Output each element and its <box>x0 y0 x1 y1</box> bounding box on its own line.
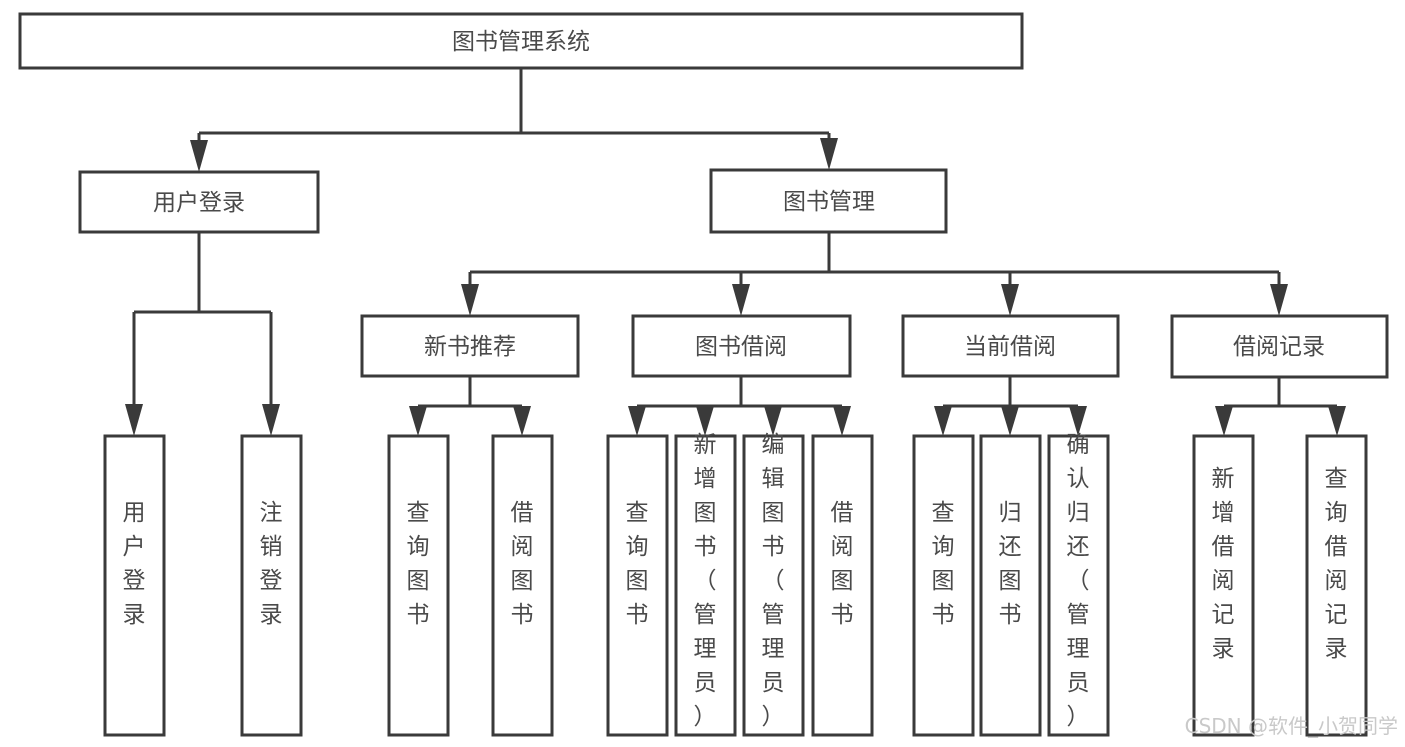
arrow-bookmgmt-child-1-icon <box>461 284 479 316</box>
node-leaf-edit-book-label: 编辑图书（管理员） <box>762 432 785 730</box>
node-leaf-borrow-book-2-box[interactable] <box>811 434 874 737</box>
node-leaf-borrow-book-1[interactable]: 借阅图书 <box>491 434 554 737</box>
node-current-borrow-box[interactable] <box>901 314 1120 378</box>
node-borrow-record-label: 借阅记录 <box>1233 334 1325 360</box>
arrow-bookmgmt-child-2-icon <box>732 284 750 316</box>
arrow-currentborrow-leaf-2-icon <box>1001 406 1019 436</box>
node-leaf-add-book-label: 新增图书（管理员） <box>694 432 717 730</box>
arrow-borrowrecord-leaf-1-icon <box>1215 406 1233 436</box>
node-leaf-query-record-box[interactable] <box>1305 434 1368 737</box>
node-leaf-return-book[interactable]: 归还图书 <box>979 434 1042 737</box>
connector-group-bookborrow <box>628 376 851 436</box>
node-leaf-query-record[interactable]: 查询借阅记录 <box>1305 434 1368 737</box>
node-leaf-add-book[interactable]: 新增图书（管理员） <box>674 432 737 737</box>
connector-group-borrowrecord <box>1215 377 1346 436</box>
node-leaf-add-book-box[interactable] <box>674 434 737 737</box>
node-leaf-edit-book-box[interactable] <box>742 434 805 737</box>
node-new-book-recommend[interactable]: 新书推荐 <box>360 314 580 378</box>
node-leaf-borrow-book-2-label: 借阅图书 <box>831 500 854 628</box>
node-root-label: 图书管理系统 <box>452 29 590 55</box>
arrow-currentborrow-leaf-1-icon <box>934 406 952 436</box>
node-book-management-label: 图书管理 <box>783 189 875 215</box>
node-book-borrow[interactable]: 图书借阅 <box>631 314 852 378</box>
node-current-borrow[interactable]: 当前借阅 <box>901 314 1120 378</box>
node-leaf-add-record-box[interactable] <box>1192 434 1255 737</box>
node-borrow-record[interactable]: 借阅记录 <box>1170 314 1389 379</box>
arrow-newbook-leaf-1-icon <box>409 406 427 436</box>
node-new-book-recommend-label: 新书推荐 <box>424 334 516 360</box>
node-book-management[interactable]: 图书管理 <box>709 168 948 234</box>
node-leaf-query-book-1[interactable]: 查询图书 <box>387 434 450 737</box>
node-leaf-borrow-book-2[interactable]: 借阅图书 <box>811 434 874 737</box>
node-new-book-recommend-box[interactable] <box>360 314 580 378</box>
arrow-bookborrow-leaf-4-icon <box>833 406 851 436</box>
node-leaf-add-record[interactable]: 新增借阅记录 <box>1192 434 1255 737</box>
node-book-borrow-box[interactable] <box>631 314 852 378</box>
connector-group-currentborrow <box>934 376 1087 436</box>
arrow-newbook-leaf-2-icon <box>513 406 531 436</box>
node-root-box[interactable] <box>18 12 1024 70</box>
connector-group-root <box>190 68 838 172</box>
node-leaf-query-book-3[interactable]: 查询图书 <box>912 434 975 737</box>
node-book-borrow-label: 图书借阅 <box>695 334 787 360</box>
node-book-management-box[interactable] <box>709 168 948 234</box>
arrow-bookmgmt-child-4-icon <box>1270 284 1288 316</box>
arrow-bookmgmt-child-3-icon <box>1001 284 1019 316</box>
node-leaf-query-book-3-label: 查询图书 <box>932 500 955 628</box>
node-user-login-label: 用户登录 <box>153 190 245 216</box>
connector-group-userlogin <box>125 232 280 436</box>
node-leaf-query-book-1-box[interactable] <box>387 434 450 737</box>
arrow-currentborrow-leaf-3-icon <box>1069 406 1087 436</box>
csdn-watermark: CSDN @软件_小贺同学 <box>1185 714 1398 738</box>
arrow-bookborrow-leaf-2-icon <box>696 406 714 436</box>
node-leaf-confirm-return-box[interactable] <box>1047 434 1110 737</box>
node-leaf-borrow-book-1-label: 借阅图书 <box>511 500 534 628</box>
node-current-borrow-label: 当前借阅 <box>964 334 1056 360</box>
node-leaf-borrow-book-1-box[interactable] <box>491 434 554 737</box>
node-leaf-logout-login[interactable]: 注销登录 <box>240 434 303 737</box>
node-borrow-record-box[interactable] <box>1170 314 1389 379</box>
node-leaf-confirm-return-label: 确认归还（管理员） <box>1067 432 1090 730</box>
node-user-login[interactable]: 用户登录 <box>78 170 320 234</box>
node-user-login-box[interactable] <box>78 170 320 234</box>
arrow-userlogin-leaf-1-icon <box>125 404 143 436</box>
node-leaf-query-book-2-label: 查询图书 <box>626 500 649 628</box>
node-leaf-user-login-box[interactable] <box>103 434 166 737</box>
node-leaf-logout-login-label: 注销登录 <box>260 500 283 628</box>
node-leaf-query-book-2[interactable]: 查询图书 <box>606 434 669 737</box>
node-leaf-query-book-1-label: 查询图书 <box>407 500 430 628</box>
connector-group-newbook <box>409 376 531 436</box>
arrow-root-to-bookmgmt-icon <box>820 138 838 170</box>
node-leaf-query-record-label: 查询借阅记录 <box>1325 466 1348 662</box>
arrow-bookborrow-leaf-3-icon <box>764 406 782 436</box>
node-leaf-logout-login-box[interactable] <box>240 434 303 737</box>
arrow-borrowrecord-leaf-2-icon <box>1328 406 1346 436</box>
arrow-root-to-userlogin-icon <box>190 140 208 172</box>
node-leaf-edit-book[interactable]: 编辑图书（管理员） <box>742 432 805 737</box>
arrow-bookborrow-leaf-1-icon <box>628 406 646 436</box>
node-leaf-user-login[interactable]: 用户登录 <box>103 434 166 737</box>
node-leaf-add-record-label: 新增借阅记录 <box>1212 466 1235 662</box>
node-leaf-query-book-2-box[interactable] <box>606 434 669 737</box>
node-leaf-return-book-box[interactable] <box>979 434 1042 737</box>
node-leaf-return-book-label: 归还图书 <box>999 500 1022 628</box>
arrow-userlogin-leaf-2-icon <box>262 404 280 436</box>
node-leaf-confirm-return[interactable]: 确认归还（管理员） <box>1047 432 1110 737</box>
node-leaf-query-book-3-box[interactable] <box>912 434 975 737</box>
connector-group-bookmgmt <box>461 232 1288 316</box>
node-root[interactable]: 图书管理系统 <box>18 12 1024 70</box>
node-leaf-user-login-label: 用户登录 <box>123 500 146 628</box>
